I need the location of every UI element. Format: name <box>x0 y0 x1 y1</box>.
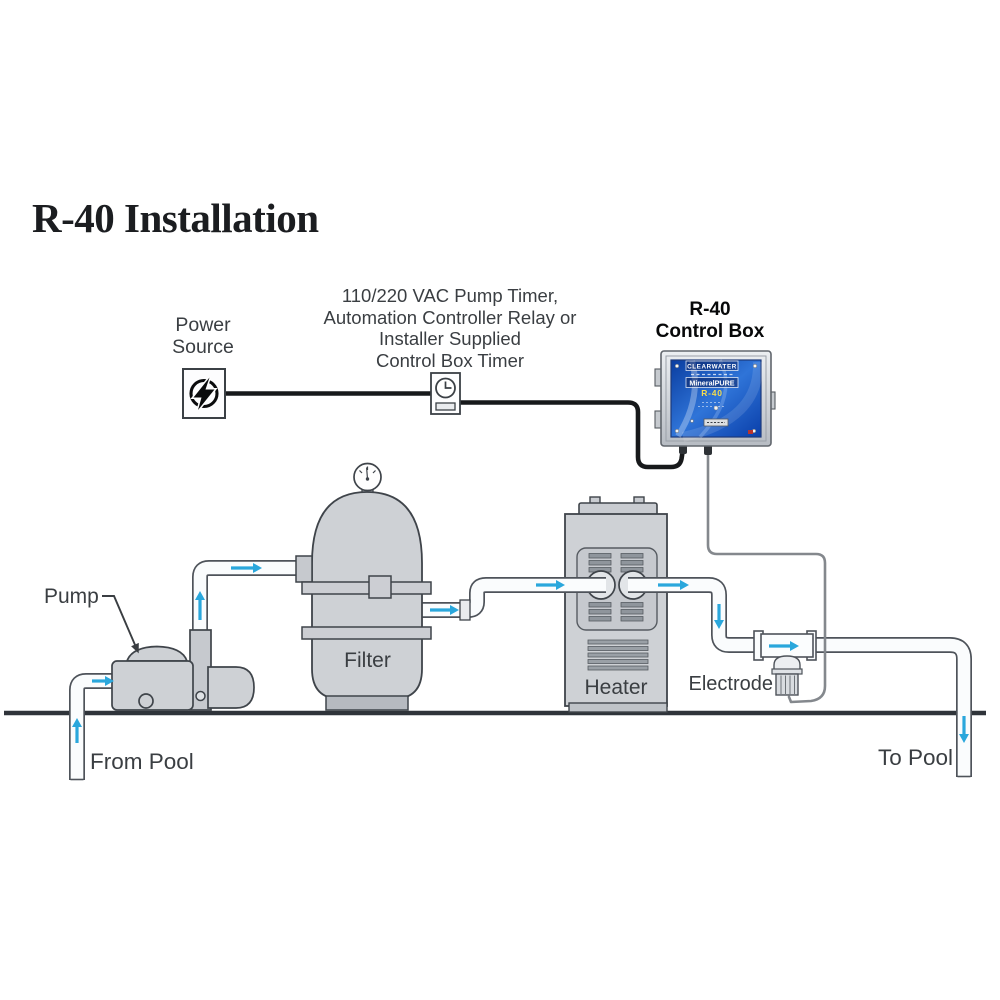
timer-note-line: Control Box Timer <box>375 349 525 371</box>
heater-label: Heater <box>584 676 648 699</box>
electrode-collar <box>771 668 803 675</box>
electrode-signal-wire <box>706 443 827 704</box>
pump-leader-line <box>102 595 137 647</box>
panel-screws <box>674 363 757 433</box>
power-source-box <box>182 368 226 419</box>
panel-model-text: R-40 <box>701 388 723 398</box>
panel-swirl-art <box>675 359 764 442</box>
pump-leader-arrowhead <box>131 642 139 654</box>
panel-product-plate <box>685 377 739 388</box>
electrode-label: Electrode <box>688 673 774 695</box>
flow-arrow-up <box>195 591 205 620</box>
flow-arrow-down <box>714 604 724 629</box>
pump <box>111 629 255 711</box>
flow-arrow-right <box>430 605 459 615</box>
filter-label: Filter <box>344 649 391 672</box>
panel-flag-mark <box>748 430 753 434</box>
gauge-pivot <box>365 477 370 481</box>
electrode-dome <box>773 655 801 672</box>
flow-arrow-right <box>658 580 689 590</box>
lightning-bolt-icon <box>189 378 219 409</box>
heater-base <box>568 702 668 713</box>
panel-fine-print <box>698 402 726 407</box>
panel-product-text: MineralPURE <box>689 379 734 388</box>
clock-hands <box>444 381 452 389</box>
timer-box <box>430 372 461 415</box>
gauge-face <box>359 466 376 480</box>
panel-brand-plate <box>685 360 739 371</box>
pipe-pump-to-filter <box>192 560 305 655</box>
timer-note-line: Installer Supplied <box>379 328 521 349</box>
filter-clamp-buckle <box>368 575 392 599</box>
filter-inlet-fitting <box>295 555 313 583</box>
filter-base <box>325 695 409 711</box>
flow-arrow-up <box>72 718 82 743</box>
control-box: CLEARWATER MineralPURE R-40 <box>654 350 776 455</box>
to-pool-label: To Pool <box>877 745 953 770</box>
control-box-label-line1: R-40 <box>689 299 731 320</box>
control-box-label: R-40 Control Box <box>649 299 771 343</box>
wiring <box>222 391 827 704</box>
timer-slot <box>435 402 456 411</box>
flow-arrow-right <box>92 676 114 686</box>
flow-arrow-right <box>231 563 262 573</box>
timer-note: 110/220 VAC Pump Timer, Automation Contr… <box>275 285 625 371</box>
filter-outlet-collar <box>459 599 471 621</box>
timer-note-line: Automation Controller Relay or <box>323 306 577 328</box>
pump-bracket-bolt <box>195 690 206 702</box>
filter-upper-clamp-band <box>301 581 432 595</box>
electrode-ribs <box>780 675 795 694</box>
from-pool-label: From Pool <box>90 749 194 774</box>
flow-arrow-right <box>536 580 565 590</box>
timer-note-line: 110/220 VAC Pump Timer, <box>341 285 559 306</box>
power-source-label-line1: Power <box>175 314 231 336</box>
pump-housing <box>111 660 194 711</box>
pump-drain-plug <box>138 693 154 709</box>
pump-label: Pump <box>44 585 99 608</box>
pump-motor <box>207 666 255 709</box>
pump-dome <box>125 645 189 662</box>
filter <box>295 462 471 711</box>
power-wire-timer-to-control-box <box>456 400 686 470</box>
heater-grille <box>587 639 649 671</box>
control-box-door-seam <box>665 355 767 442</box>
pump-leader <box>102 595 139 654</box>
power-source-label-line2: Source <box>172 335 234 358</box>
flow-arrow-down <box>959 716 969 743</box>
power-source-label: Power Source <box>142 314 264 358</box>
control-box-label-line2: Control Box <box>655 321 765 342</box>
filter-lower-clamp-band <box>301 626 432 640</box>
panel-brand-text: CLEARWATER <box>687 364 737 371</box>
lightning-bolt-glyph <box>193 377 215 410</box>
page-title: R-40 Installation <box>32 195 319 241</box>
pipe-end-caps <box>70 775 971 781</box>
flow-arrow-right <box>769 641 799 651</box>
heater-vent-slots <box>588 553 644 622</box>
heater <box>564 496 668 713</box>
flow-arrows <box>72 563 969 743</box>
